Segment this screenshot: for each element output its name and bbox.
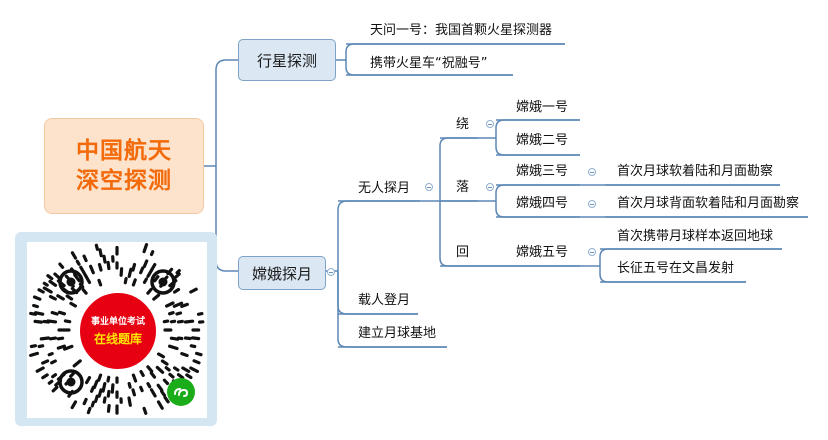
qr-badge-line2: 在线题库 — [93, 331, 142, 346]
detail-change4[interactable]: 首次月球背面软着陆和月面勘察 — [617, 196, 800, 211]
root-title-line2: 深空探测 — [76, 168, 172, 194]
root-title-line1: 中国航天 — [76, 138, 172, 164]
planet-item-tianwen[interactable]: 天问一号：我国首颗火星探测器 — [370, 23, 553, 38]
node-unmanned[interactable]: 无人探月 — [358, 181, 411, 196]
qr-center-badge: 事业单位考试 在线题库 — [77, 290, 159, 372]
detail-change5-launch[interactable]: 长征五号在文昌发射 — [617, 261, 735, 276]
mission-change2[interactable]: 嫦娥二号 — [516, 133, 569, 148]
stage-return[interactable]: 回 — [456, 245, 470, 260]
branch-moon-label: 嫦娥探月 — [251, 264, 312, 283]
mission-change3[interactable]: 嫦娥三号 — [516, 164, 569, 179]
branch-planet-exploration[interactable]: 行星探测 — [238, 39, 336, 81]
branch-planet-label: 行星探测 — [256, 51, 317, 70]
stage-land[interactable]: 落 — [456, 180, 470, 195]
detail-change5-sample-return[interactable]: 首次携带月球样本返回地球 — [617, 229, 774, 244]
branch-lunar-exploration[interactable]: 嫦娥探月 — [238, 256, 326, 290]
collapse-icon[interactable] — [588, 200, 596, 208]
node-lunar-base[interactable]: 建立月球基地 — [358, 326, 437, 341]
qr-badge-line1: 事业单位考试 — [90, 316, 145, 327]
qr-code-card: 事业单位考试 在线题库 — [15, 232, 217, 426]
collapse-icon[interactable] — [425, 183, 433, 191]
node-manned-landing[interactable]: 载人登月 — [358, 293, 411, 308]
collapse-icon[interactable] — [486, 183, 494, 191]
qr-pattern — [29, 242, 205, 415]
mission-change5[interactable]: 嫦娥五号 — [516, 245, 569, 260]
qr-code[interactable]: 事业单位考试 在线题库 — [27, 242, 207, 418]
collapse-icon[interactable] — [588, 248, 596, 256]
root-node[interactable]: 中国航天 深空探测 — [44, 118, 204, 214]
collapse-icon[interactable] — [327, 268, 335, 276]
mission-change4[interactable]: 嫦娥四号 — [516, 196, 569, 211]
detail-change3[interactable]: 首次月球软着陆和月面勘察 — [617, 164, 774, 179]
planet-item-zhurong[interactable]: 携带火星车“祝融号” — [370, 56, 488, 71]
mini-program-icon — [167, 378, 195, 406]
collapse-icon[interactable] — [588, 168, 596, 176]
mission-change1[interactable]: 嫦娥一号 — [516, 100, 569, 115]
collapse-icon[interactable] — [486, 120, 494, 128]
stage-orbit[interactable]: 绕 — [456, 117, 470, 132]
